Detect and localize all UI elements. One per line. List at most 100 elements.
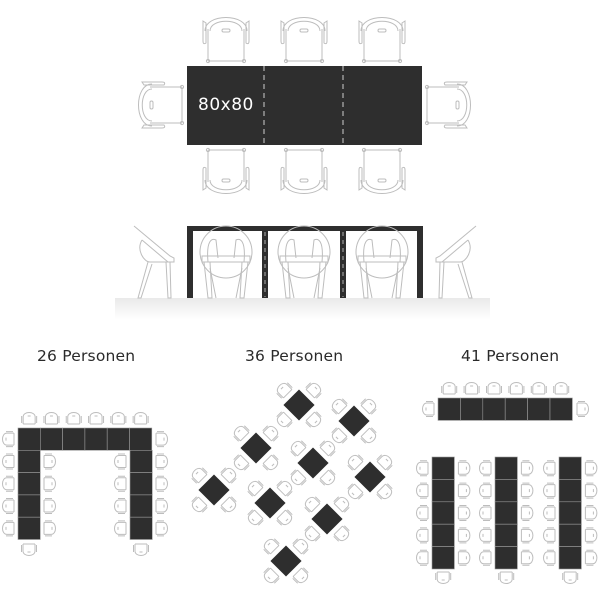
chair-icon: [479, 482, 492, 499]
chair-icon: [331, 427, 348, 444]
floor: [115, 298, 490, 320]
chair-icon: [155, 520, 168, 537]
chair-icon: [479, 527, 492, 544]
chair-icon: [43, 453, 56, 470]
table-leg: [262, 226, 268, 298]
chair-icon: [376, 454, 393, 471]
chair-icon: [276, 382, 293, 399]
square-table: [354, 461, 386, 493]
chair-icon: [457, 482, 471, 499]
chair-icon: [155, 498, 168, 515]
chair-icon: [114, 520, 127, 537]
table-module: [62, 427, 86, 451]
square-table: [254, 487, 286, 519]
row-table: [494, 456, 518, 570]
table-module: [460, 397, 484, 421]
chair-icon: [584, 505, 598, 521]
chair-icon: [479, 460, 492, 477]
table-module: [84, 427, 108, 451]
chair-icon: [543, 482, 556, 499]
chair-icon: [347, 483, 364, 500]
chair-icon: [21, 412, 38, 425]
chair-icon: [457, 460, 471, 477]
chair-icon: [247, 480, 264, 497]
chair-icon: [486, 382, 502, 395]
table-module: [558, 501, 582, 525]
table-edge: [187, 226, 422, 231]
chair-icon: [305, 382, 322, 399]
chair-icon: [233, 454, 250, 471]
layout-label-41: 41 Personen: [461, 347, 560, 365]
chair-icon: [319, 440, 336, 457]
chair-icon: [333, 525, 350, 542]
chair-icon: [247, 509, 264, 526]
armchair-icon: [280, 147, 328, 194]
top-view-table: [187, 66, 422, 145]
table-module: [558, 479, 582, 503]
front-chair-icon: [355, 225, 409, 299]
chair-icon: [435, 571, 452, 584]
layout-26-u-shape: [2, 412, 168, 556]
table-module: [129, 449, 153, 473]
chair-icon: [2, 475, 15, 492]
module-size-label: 80x80: [198, 95, 254, 115]
table-module: [527, 397, 551, 421]
chair-icon: [520, 482, 534, 499]
table-module: [39, 427, 63, 451]
square-table-group: [263, 538, 309, 584]
front-chair-icon: [199, 225, 253, 299]
table-module: [494, 501, 518, 525]
square-table: [297, 447, 329, 479]
table-module: [494, 456, 518, 480]
chair-icon: [43, 475, 56, 492]
table-module: [17, 494, 41, 518]
square-table: [240, 432, 272, 464]
chair-icon: [584, 527, 598, 544]
square-table-group: [331, 398, 377, 444]
chair-icon: [331, 398, 348, 415]
table-module: [431, 546, 455, 570]
chair-icon: [114, 475, 127, 492]
chair-icon: [457, 505, 471, 521]
chair-icon: [191, 496, 208, 513]
chair-icon: [155, 453, 168, 470]
table-module: [494, 546, 518, 570]
square-table-group: [276, 382, 322, 428]
armchair-icon: [138, 81, 185, 129]
chair-icon: [520, 527, 534, 544]
chair-icon: [191, 467, 208, 484]
armchair-icon: [424, 81, 471, 129]
side-view: [115, 225, 490, 320]
chair-icon: [441, 382, 458, 395]
chair-icon: [262, 454, 279, 471]
square-table: [270, 545, 302, 577]
chair-icon: [584, 549, 598, 566]
chair-icon: [479, 505, 492, 521]
chair-icon: [276, 411, 293, 428]
chair-icon: [553, 382, 570, 395]
armchair-icon: [202, 147, 250, 194]
chair-icon: [479, 549, 492, 566]
head-table: [437, 397, 573, 421]
chair-icon: [2, 498, 15, 515]
table-module: [17, 449, 41, 473]
chair-icon: [155, 431, 168, 448]
chair-icon: [2, 431, 15, 448]
table-leg: [340, 226, 346, 298]
chair-icon: [416, 460, 429, 477]
chair-icon: [457, 549, 471, 566]
chair-icon: [463, 382, 480, 395]
table-module: [558, 456, 582, 480]
front-chair-icon: [277, 225, 331, 299]
chair-icon: [543, 505, 556, 521]
row-table: [558, 456, 582, 570]
row-table: [431, 456, 455, 570]
profile-chair-icon: [435, 225, 477, 299]
layout-41-rows: [416, 382, 598, 584]
chair-icon: [584, 460, 598, 477]
chair-icon: [416, 549, 429, 566]
chair-icon: [360, 398, 377, 415]
chair-icon: [584, 482, 598, 499]
armchair-icon: [280, 17, 328, 64]
